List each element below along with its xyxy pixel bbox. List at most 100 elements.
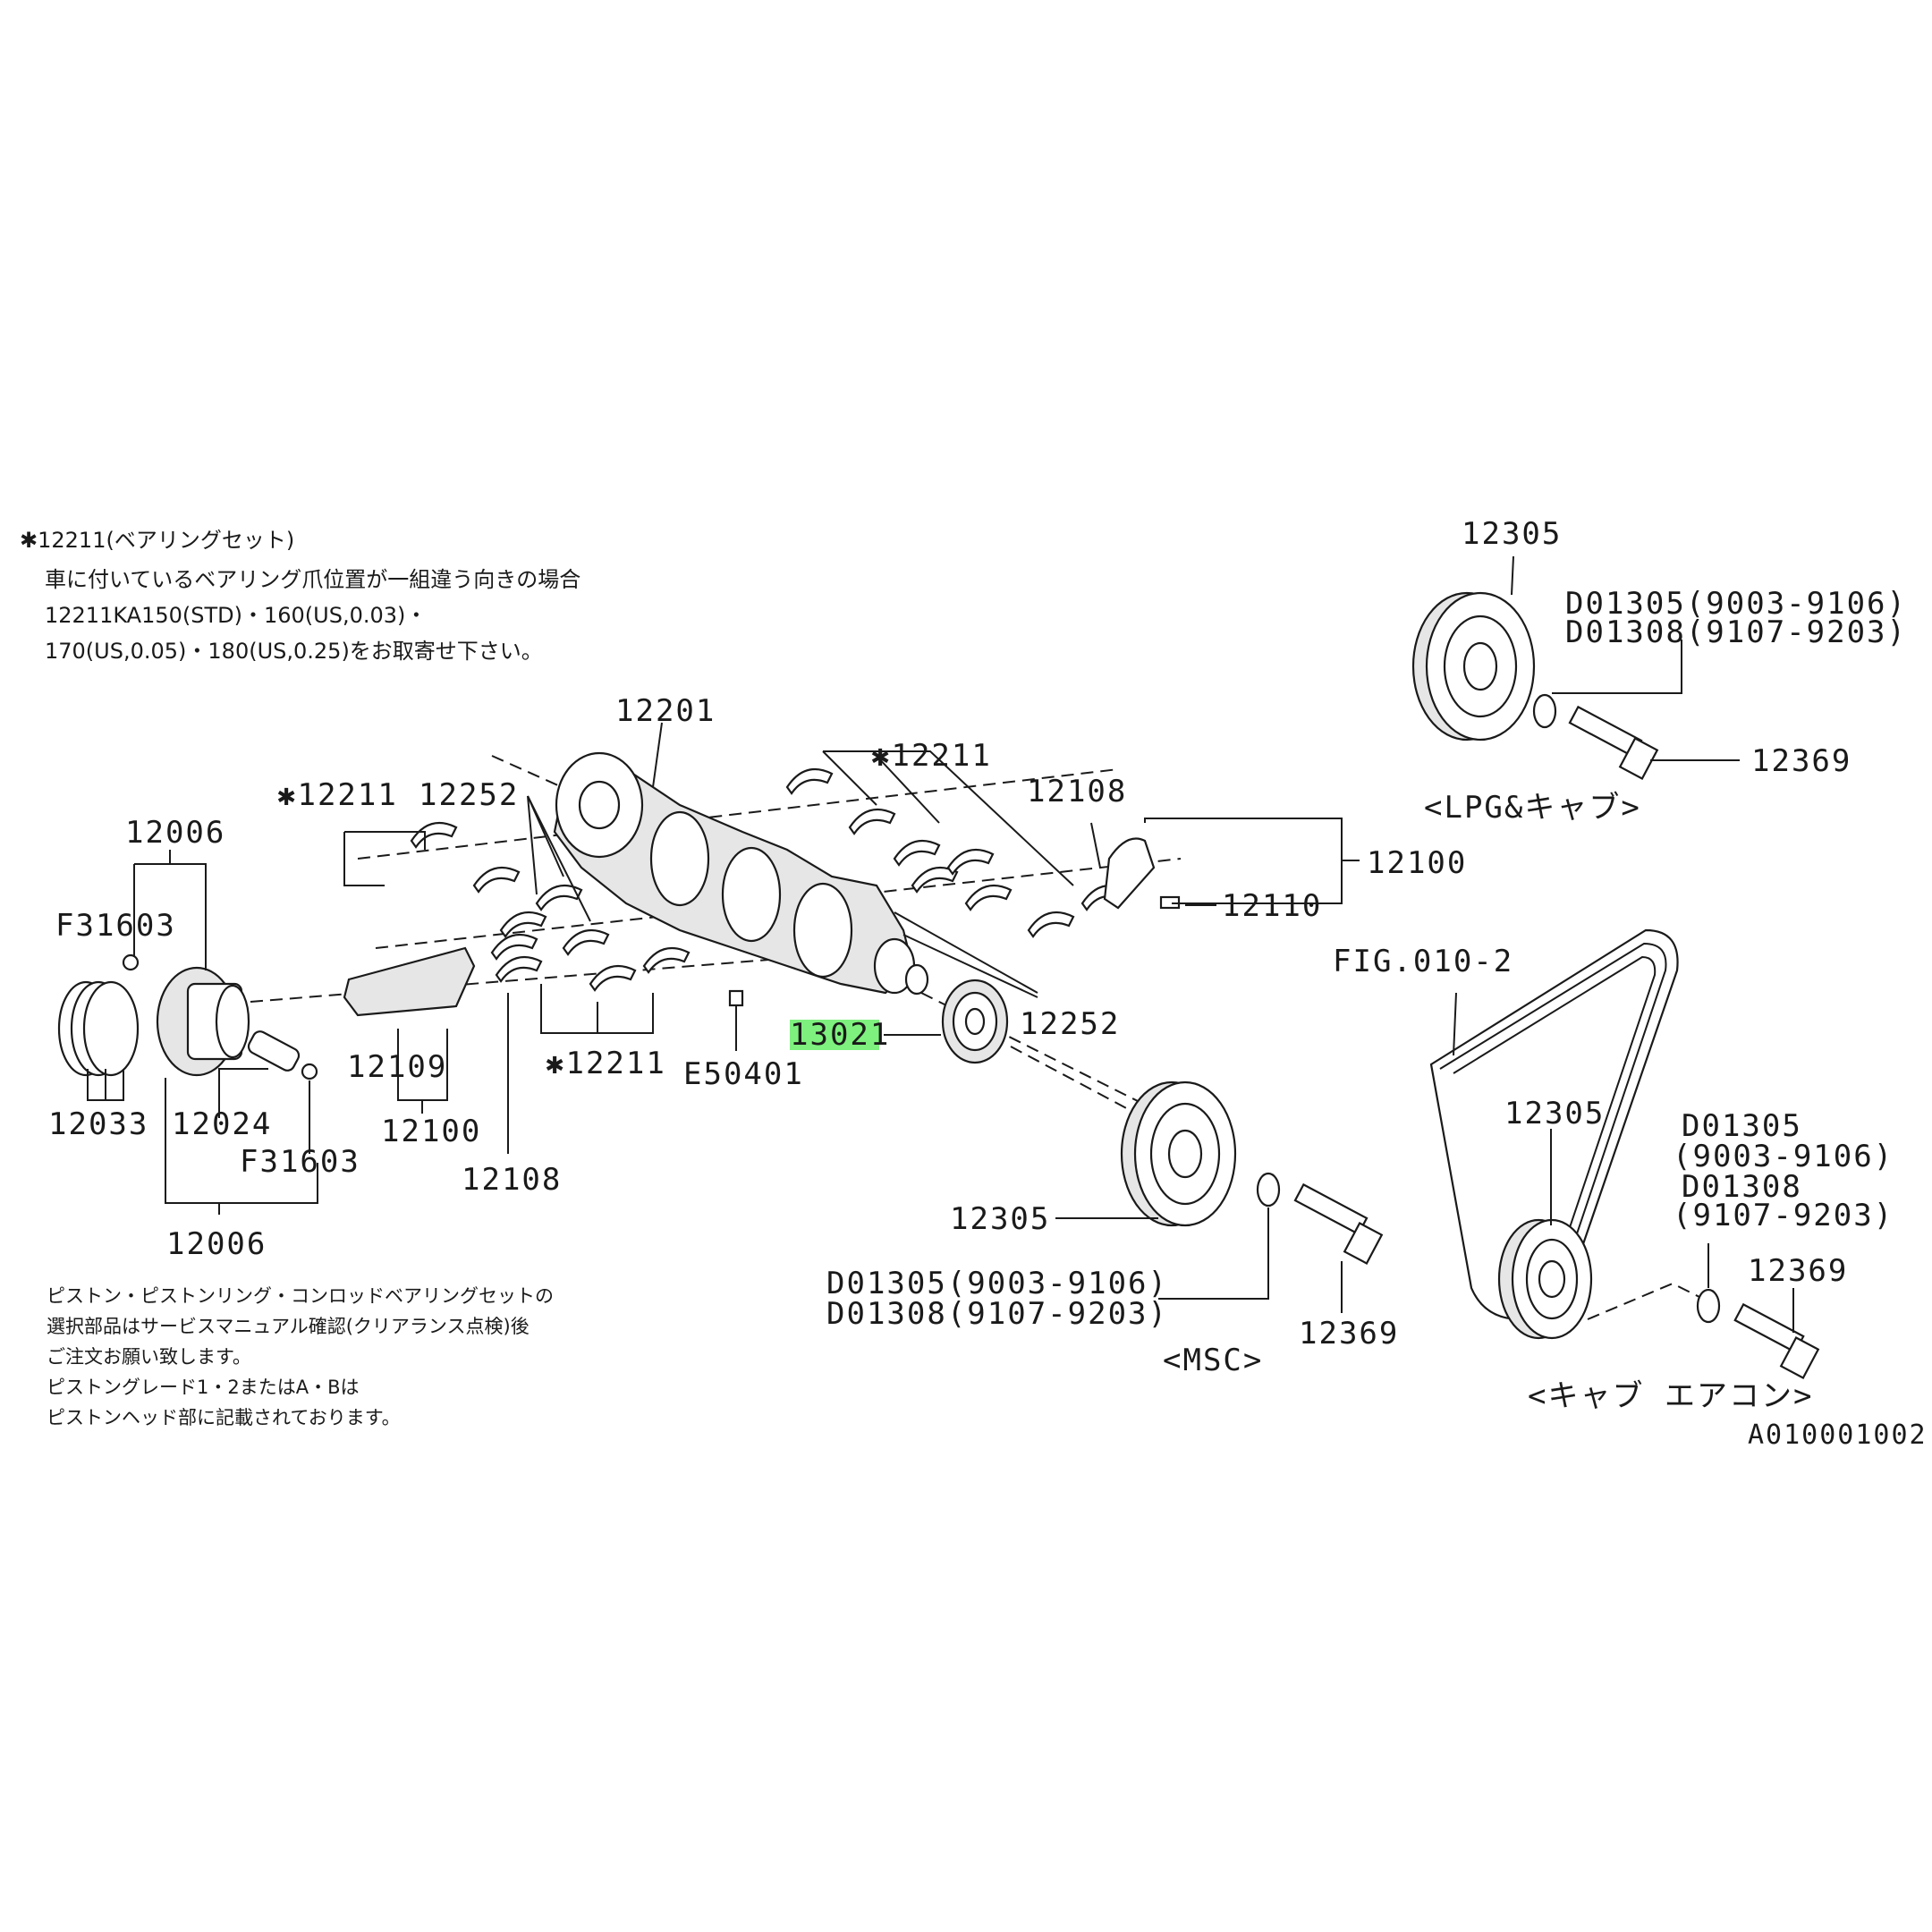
diagram-code: A010001002 [1748,1419,1928,1451]
washer [1532,693,1557,729]
part-label: 12024 [172,1106,272,1142]
belt-rib [1453,955,1657,1258]
leader [822,750,877,806]
part-label: 12369 [1751,743,1852,779]
leader [1158,1208,1269,1300]
part-label: 12100 [1367,845,1467,881]
leader [1453,992,1457,1056]
piston-ring [82,980,140,1077]
part-label: 12108 [1027,774,1127,809]
leader [527,795,591,922]
sprocket-hub [964,1007,986,1036]
circlip [122,953,140,971]
washer [1256,1172,1281,1208]
crank-pulley-hub [1538,1259,1566,1299]
note-line: 12211KA150(STD)・160(US,0.03)・ [45,603,427,628]
piston-crown [215,984,250,1059]
leader-lines [87,722,1360,1215]
part-label-highlighted: 13021 [790,1017,890,1053]
leader [165,1078,318,1204]
crank-pulley-hub [1167,1129,1203,1179]
note-line: 170(US,0.05)・180(US,0.25)をお取寄せ下さい。 [45,639,543,664]
bearing-shell [848,808,896,835]
part-label: 12100 [381,1114,481,1149]
caption: <MSC> [1163,1343,1263,1378]
bearing-shell [964,884,1013,911]
caption: <キャブ エアコン> [1528,1378,1813,1414]
part-label: D01305(9003-9106) [1565,586,1907,622]
leader [343,832,385,886]
part-label: F31603 [55,908,176,944]
part-label: 12108 [462,1162,562,1198]
part-label: F31603 [240,1144,360,1180]
woodruff-key [728,989,744,1007]
circlip [301,1063,318,1080]
crank-flange-hub [578,780,621,830]
axis-line [491,755,663,833]
rear-bracket [1103,837,1156,910]
figure-reference: FIG.010-2 [1333,944,1513,979]
bearing-shell [472,866,521,894]
part-label: D01308(9107-9203) [1565,614,1907,650]
aircon-belt-group [1429,928,1820,1379]
part-label: D01308(9107-9203) [826,1296,1168,1332]
bearing-shell [893,839,941,867]
bearing-shell [495,955,543,983]
note-line: 選択部品はサービスマニュアル確認(クリアランス点検)後 [47,1316,530,1337]
leader [1511,555,1514,596]
part-label: D01305(9003-9106) [826,1266,1168,1301]
part-label: E50401 [683,1056,804,1092]
crankshaft-drawing [250,751,1182,1119]
pulley-bolt [1293,1182,1368,1236]
connecting-rod [343,946,476,1017]
leader [1144,818,1343,904]
part-label: 12201 [615,693,716,729]
leader [1587,1282,1700,1320]
timing-sprocket [941,979,1009,1064]
note-line: ご注文お願い致します。 [47,1346,251,1368]
bearing-shell [562,928,610,956]
part-label: 12033 [48,1106,148,1142]
leader [1552,640,1682,694]
leader [652,722,663,788]
axis-line [1010,1046,1146,1119]
piston-assembly [57,933,538,1080]
note-line: ピストングレード1・2またはA・Bは [47,1377,360,1398]
bearing-shell [785,767,834,795]
axis-line [357,768,1119,860]
note-line: ✱12211(ベアリングセット) [20,528,294,553]
bearing-shell [911,866,959,894]
leader [218,1068,268,1118]
part-label: 12252 [419,777,519,813]
crank-pulley-hub [1462,641,1498,691]
pulley-bolt-head [1618,737,1659,780]
part-label: 12109 [347,1049,447,1085]
pulley-bolt-head [1343,1222,1384,1265]
bearing-shell [589,964,637,992]
bearing-shell [499,911,547,938]
belt-inner-edge [1439,942,1667,1264]
part-label: (9003-9106) [1673,1139,1894,1174]
crank-web [792,882,853,979]
leader [823,750,1074,886]
part-label: ✱12211 [871,738,992,774]
part-label: 12110 [1222,888,1322,924]
part-label: 12006 [166,1226,267,1262]
part-labels: 12201 ✱12211 ✱12211 12252 12108 12100 12… [48,516,1928,1451]
bearing-shell [642,946,691,974]
part-label: D01305 [1682,1108,1802,1144]
caption: <LPG&キャブ> [1424,790,1641,826]
bearing-shell [946,848,995,876]
leader [134,863,207,970]
crank-web [721,846,782,943]
leader [527,795,538,895]
part-label: D01308 [1682,1169,1802,1205]
part-highlight [790,1020,879,1050]
part-label: ✱12211 [546,1046,666,1081]
bearing-set-note: ✱12211(ベアリングセット) 車に付いているベアリング爪位置が一組違う向きの… [20,528,580,664]
part-label: 12252 [1020,1006,1120,1042]
bearing-shell [410,821,458,849]
rod-bearing [490,933,538,961]
selection-note: ピストン・ピストンリング・コンロッドベアリングセットの 選択部品はサービスマニュ… [47,1285,554,1428]
pulley-bolt-head [1779,1336,1820,1379]
